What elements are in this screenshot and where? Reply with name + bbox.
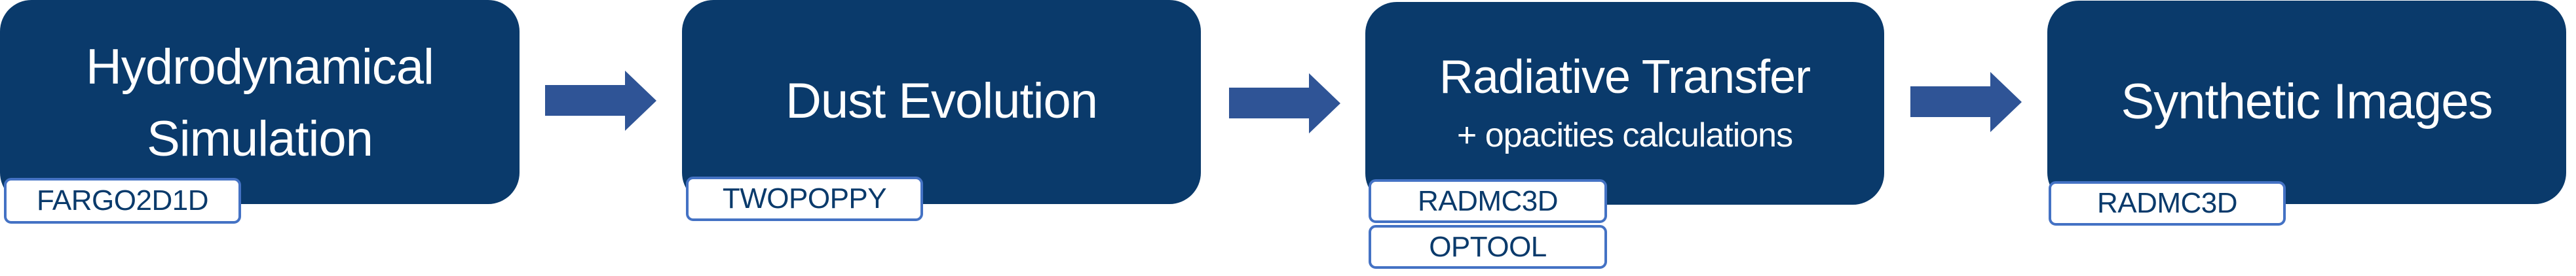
tool-tag-optool: OPTOOL <box>1369 225 1607 269</box>
tool-tag-twopoppy: TWOPOPPY <box>686 177 923 221</box>
right-arrow-icon <box>1229 73 1340 133</box>
tool-tag-radmc3d: RADMC3D <box>1369 179 1607 223</box>
right-arrow-icon <box>545 71 656 131</box>
tool-tag-label: RADMC3D <box>2096 187 2238 219</box>
stage-hydrodynamical-simulation: Hydrodynamical Simulation <box>0 0 520 204</box>
stage-title-line-1: Dust Evolution <box>785 73 1098 129</box>
tool-tag-label: OPTOOL <box>1429 230 1547 263</box>
stage-synthetic-images: Synthetic Images <box>2047 1 2566 204</box>
arrow-shape <box>545 71 656 131</box>
stage-dust-evolution: Dust Evolution <box>682 0 1201 204</box>
tool-tag-fargo2d1d: FARGO2D1D <box>4 178 241 224</box>
stage-title-line-1: Hydrodynamical <box>86 39 434 95</box>
stage-subtitle: + opacities calculations <box>1456 116 1793 154</box>
tool-tag-label: FARGO2D1D <box>36 184 209 216</box>
stage-radiative-transfer: Radiative Transfer + opacities calculati… <box>1365 2 1884 205</box>
arrow-shape <box>1910 72 2022 132</box>
tool-tag-label: TWOPOPPY <box>722 182 887 215</box>
right-arrow-icon <box>1910 72 2022 132</box>
tool-tag-radmc3d: RADMC3D <box>2049 181 2286 226</box>
stage-title-line-1: Synthetic Images <box>2121 74 2493 129</box>
tool-tag-label: RADMC3D <box>1417 184 1559 217</box>
stage-title-line-1: Radiative Transfer <box>1439 51 1811 103</box>
stage-title-line-2: Simulation <box>147 111 373 167</box>
arrow-shape <box>1229 73 1340 133</box>
